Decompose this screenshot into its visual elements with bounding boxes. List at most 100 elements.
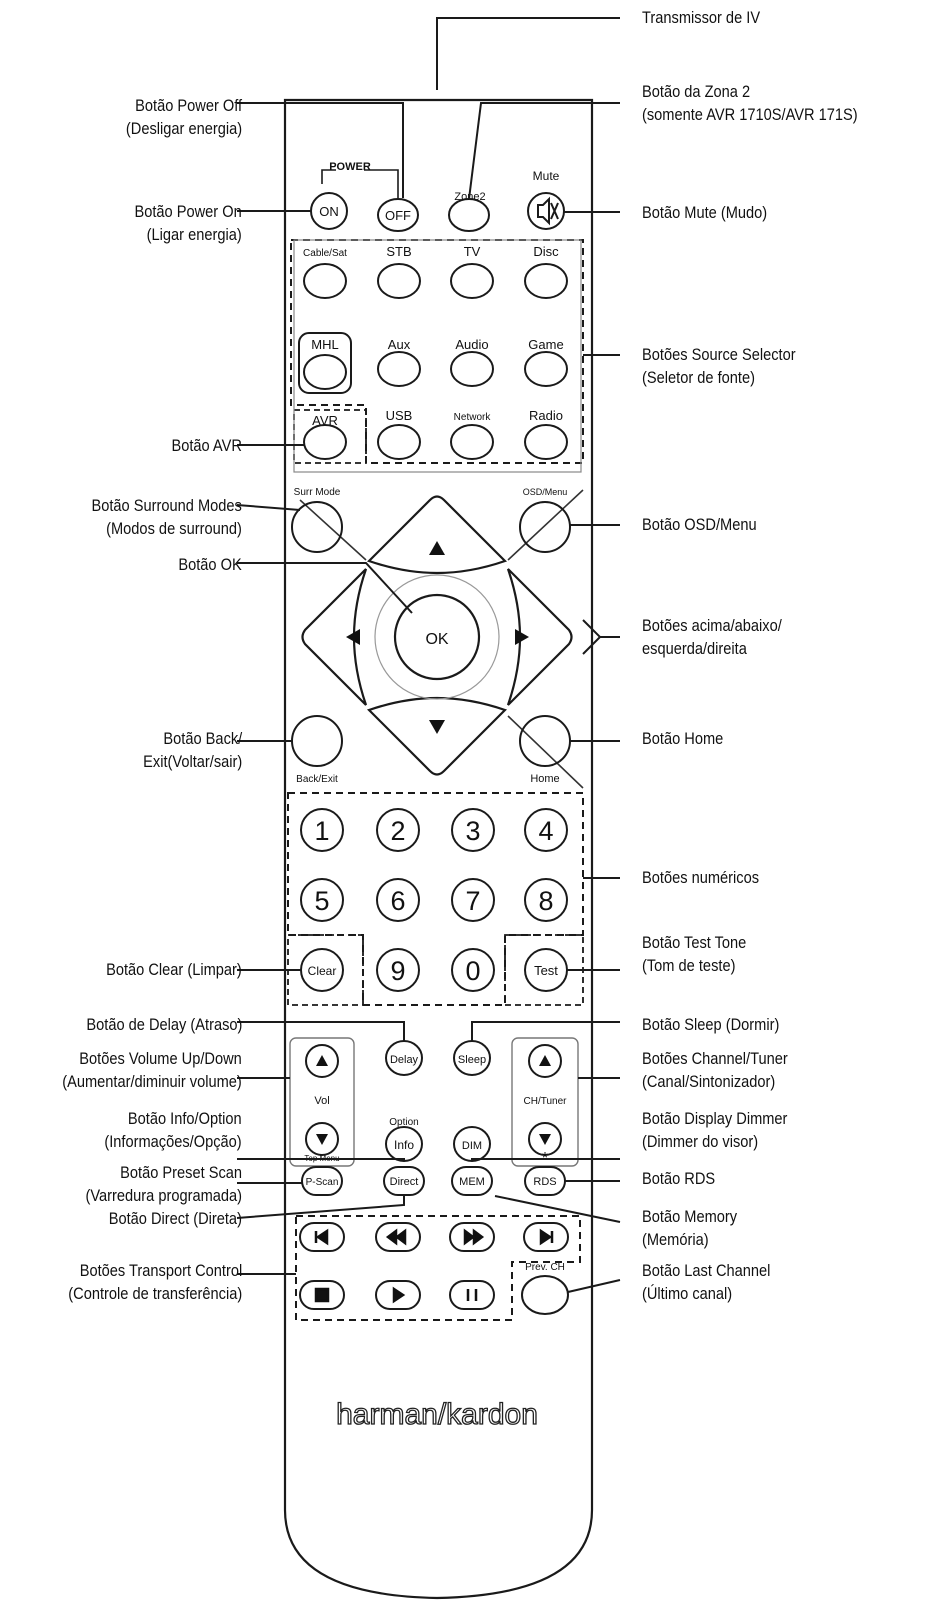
ch-down-button[interactable] [528, 1122, 562, 1156]
leader-line-11 [236, 1195, 405, 1219]
fast-forward-button[interactable] [449, 1222, 495, 1252]
stop-button[interactable] [299, 1280, 345, 1310]
aux-button[interactable] [377, 351, 421, 387]
transport-frame [295, 1215, 581, 1321]
network-button[interactable] [450, 424, 494, 460]
vol-up-button[interactable] [305, 1044, 339, 1078]
p-scan-button[interactable] [301, 1166, 343, 1196]
digit-6-button[interactable] [376, 878, 420, 922]
mute-button[interactable] [527, 192, 565, 230]
dpad-up [366, 495, 508, 575]
dpad-left [301, 568, 368, 706]
power-on-label: ON [319, 204, 339, 219]
back-exit-label: Back/Exit [296, 774, 338, 785]
play-button[interactable] [375, 1280, 421, 1310]
osd-menu-label: OSD/Menu [523, 487, 568, 497]
callout-sleep: Botão Sleep (Dormir) [642, 1015, 780, 1034]
brand-logo: harman/kardon [336, 1398, 538, 1431]
mute-speaker-icon [537, 196, 559, 226]
digit-7-button[interactable] [451, 878, 495, 922]
digit-5-label: 5 [314, 886, 329, 916]
play-icon [392, 1286, 406, 1304]
ir-leader-line [436, 17, 620, 90]
pause-icon [466, 1289, 478, 1301]
power-off-label: OFF [385, 208, 411, 223]
callout-volume: Botões Volume Up/Down(Aumentar/diminuir … [62, 1049, 242, 1091]
cable-sat-button[interactable] [303, 263, 347, 299]
digit-2-button[interactable] [376, 808, 420, 852]
disc-button[interactable] [524, 263, 568, 299]
digit-6-label: 6 [390, 886, 405, 916]
source-group-frame [293, 239, 582, 473]
game-button-label: Game [528, 337, 563, 352]
surr-mode-button[interactable] [291, 501, 343, 553]
delay-label: Delay [390, 1054, 419, 1066]
callout-surround: Botão Surround Modes(Modos de surround) [91, 496, 242, 538]
dpad-down [366, 696, 508, 776]
digit-0-button[interactable] [451, 948, 495, 992]
digit-5-button[interactable] [300, 878, 344, 922]
digit-3-button[interactable] [451, 808, 495, 852]
ch-down-icon [539, 1134, 551, 1145]
callout-transport: Botões Transport Control(Controle de tra… [68, 1261, 242, 1303]
sleep-label: Sleep [458, 1054, 486, 1066]
audio-button-label: Audio [455, 337, 488, 352]
clear-frame [287, 934, 364, 1006]
leader-line-3 [236, 504, 301, 511]
network-button-label: Network [454, 412, 492, 423]
next-track-button[interactable] [523, 1222, 569, 1252]
home-button[interactable] [519, 715, 571, 767]
callout-power-on: Botão Power On(Ligar energia) [134, 202, 242, 244]
mem-button[interactable] [451, 1166, 493, 1196]
ch-up-button[interactable] [528, 1044, 562, 1078]
mhl-button[interactable] [303, 354, 347, 390]
vol-down-icon [316, 1134, 328, 1145]
leader-line-21 [471, 1021, 620, 1041]
prev-track-button[interactable] [299, 1222, 345, 1252]
digit-8-button[interactable] [524, 878, 568, 922]
back-exit-button[interactable] [291, 715, 343, 767]
callout-power-off: Botão Power Off(Desligar energia) [125, 96, 242, 138]
prev-ch-label: Prev. CH [525, 1262, 565, 1273]
prev-ch-button[interactable] [521, 1275, 569, 1315]
digit-9-button[interactable] [376, 948, 420, 992]
cable-sat-button-label: Cable/Sat [303, 248, 347, 259]
home-label: Home [530, 773, 559, 785]
left-arrow-icon [346, 629, 360, 645]
digit-9-label: 9 [390, 956, 405, 986]
usb-button-label: USB [386, 408, 413, 423]
digit-3-label: 3 [465, 816, 480, 846]
test-frame [504, 934, 584, 1006]
vol-label: Vol [314, 1095, 329, 1107]
digit-8-label: 8 [538, 886, 553, 916]
stb-button-label: STB [386, 244, 411, 259]
vol-down-button[interactable] [305, 1122, 339, 1156]
dpad-right [506, 568, 573, 706]
avr-button[interactable] [303, 424, 347, 460]
callout-numeric: Botões numéricos [642, 868, 760, 887]
radio-button[interactable] [524, 424, 568, 460]
tv-button[interactable] [450, 263, 494, 299]
digit-4-button[interactable] [524, 808, 568, 852]
usb-button[interactable] [377, 424, 421, 460]
audio-button[interactable] [450, 351, 494, 387]
power-heading: POWER [329, 161, 371, 173]
zone2-button[interactable] [448, 198, 490, 232]
power-off-button[interactable] [377, 198, 419, 232]
rewind-icon [385, 1228, 407, 1246]
digit-1-button[interactable] [300, 808, 344, 852]
callout-back: Botão Back/Exit(Voltar/sair) [142, 729, 242, 771]
tv-button-label: TV [464, 244, 481, 259]
rewind-button[interactable] [375, 1222, 421, 1252]
callout-avr: Botão AVR [171, 436, 242, 455]
digit-0-label: 0 [465, 956, 480, 986]
leader-line-25 [494, 1195, 621, 1223]
surr-mode-label: Surr Mode [294, 487, 341, 498]
game-button[interactable] [524, 351, 568, 387]
callout-last-channel: Botão Last Channel(Último canal) [642, 1261, 771, 1303]
osd-menu-button[interactable] [519, 501, 571, 553]
callout-transmissor: Transmissor de IV [642, 8, 761, 27]
stb-button[interactable] [377, 263, 421, 299]
callout-channel: Botões Channel/Tuner(Canal/Sintonizador) [642, 1049, 788, 1091]
pause-button[interactable] [449, 1280, 495, 1310]
